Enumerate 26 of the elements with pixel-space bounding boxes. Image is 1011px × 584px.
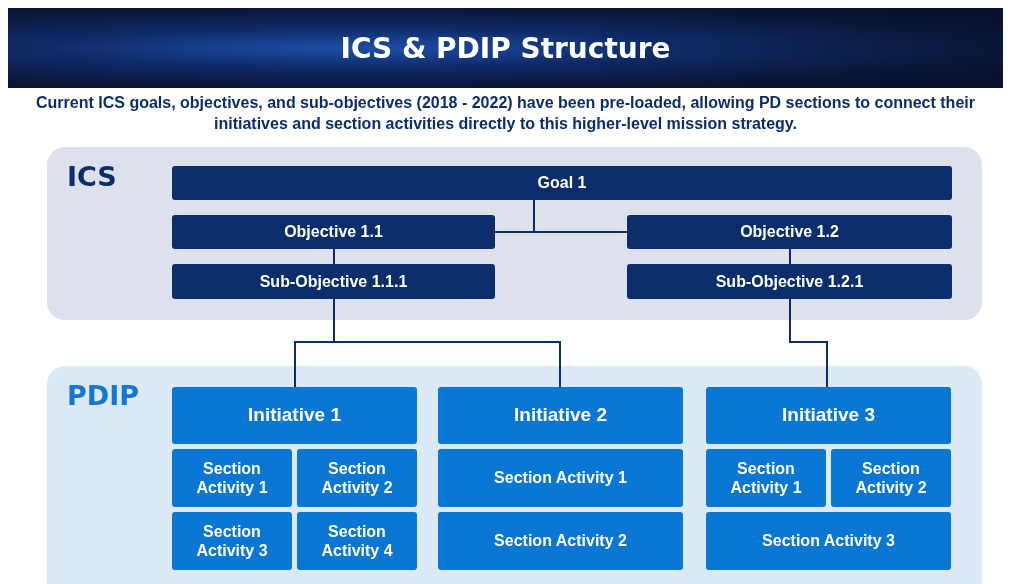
initiative-box: Initiative 2 [438,387,683,444]
group-panel [47,147,982,320]
activity-box: Section Activity 2 [438,512,683,570]
activity-box: Section Activity 3 [706,512,951,570]
connector-line [789,298,828,388]
activity-box: Section Activity 1 [706,449,826,507]
objective-box: Sub-Objective 1.2.1 [627,264,952,299]
objective-box: Goal 1 [172,166,952,200]
activity-box: Section Activity 3 [172,512,292,570]
initiative-box: Initiative 3 [706,387,951,444]
objective-box: Objective 1.2 [627,215,952,249]
activity-box: Section Activity 2 [831,449,951,507]
objective-box: Objective 1.1 [172,215,495,249]
connector-line [789,248,791,265]
title: ICS & PDIP Structure [340,31,671,65]
activity-box: Section Activity 2 [297,449,417,507]
activity-box: Section Activity 1 [438,449,683,507]
activity-box: Section Activity 4 [297,512,417,570]
group-label: ICS [67,161,117,192]
group-label: PDIP [67,380,140,411]
objective-box: Sub-Objective 1.1.1 [172,264,495,299]
group-panel [47,366,982,584]
initiative-box: Initiative 1 [172,387,417,444]
caption: Current ICS goals, objectives, and sub-objectives (2018 - 2022) have been pre-loaded, allowing PD sections to connect their initiatives and section activities directly to this higher-level mission strategy. [35,93,976,134]
connector-line [333,248,335,265]
activity-box: Section Activity 1 [172,449,292,507]
